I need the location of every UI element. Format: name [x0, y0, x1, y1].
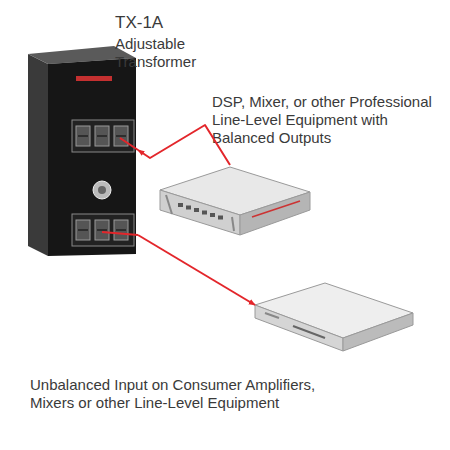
- wire-stub: [120, 138, 138, 150]
- device-title: TX-1A: [115, 13, 215, 33]
- knob-center: [98, 186, 106, 194]
- device-caption: DSP, Mixer, or other Professional Line-L…: [212, 93, 444, 147]
- device-illustration: [255, 283, 413, 368]
- box-front: [48, 58, 136, 256]
- terminal-block: [72, 214, 134, 246]
- transformer-box: TX-1AAdjustable Transformer: [28, 42, 138, 257]
- panel-slot: [293, 326, 325, 338]
- rack-handle: [232, 217, 234, 231]
- rack-side: [240, 192, 310, 235]
- panel-control: [202, 211, 207, 215]
- rack-device: DSP, Mixer, or other Professional Line-L…: [160, 165, 310, 240]
- device-illustration: [28, 42, 138, 257]
- panel-stripe: [252, 201, 300, 217]
- consumer-device: Unbalanced Input on Consumer Amplifiers,…: [255, 283, 413, 368]
- amp-side: [343, 313, 413, 351]
- screw-slot: [116, 135, 126, 137]
- device-shape: [160, 167, 310, 235]
- screw-slot: [97, 229, 107, 231]
- rack-front: [160, 190, 240, 235]
- terminal-screw: [114, 220, 128, 240]
- device-illustration: [160, 165, 310, 240]
- terminal-screw: [95, 126, 109, 146]
- terminal-screw: [95, 220, 109, 240]
- panel-control: [186, 206, 191, 210]
- screw-slot: [97, 135, 107, 137]
- panel-control: [210, 213, 215, 217]
- panel-control: [194, 208, 199, 212]
- panel-control: [218, 216, 223, 220]
- device-shape: [28, 46, 138, 256]
- amp-front: [255, 305, 343, 351]
- rack-handle: [166, 195, 172, 214]
- terminal-screw: [76, 126, 90, 146]
- box-side: [28, 54, 48, 256]
- device-subtitle: Adjustable Transformer: [115, 35, 210, 71]
- terminal-block: [72, 120, 134, 152]
- level-knob: [93, 181, 111, 199]
- logo-strip: [76, 76, 112, 81]
- screw-slot: [78, 135, 88, 137]
- terminal-screw: [76, 220, 90, 240]
- device-shape: [255, 283, 413, 351]
- signal-wire: [138, 235, 255, 305]
- screw-slot: [116, 229, 126, 231]
- screw-slot: [78, 229, 88, 231]
- panel-control: [178, 203, 183, 207]
- wire-stub: [102, 232, 138, 235]
- panel-slot: [265, 313, 279, 318]
- device-caption: Unbalanced Input on Consumer Amplifiers,…: [30, 376, 340, 412]
